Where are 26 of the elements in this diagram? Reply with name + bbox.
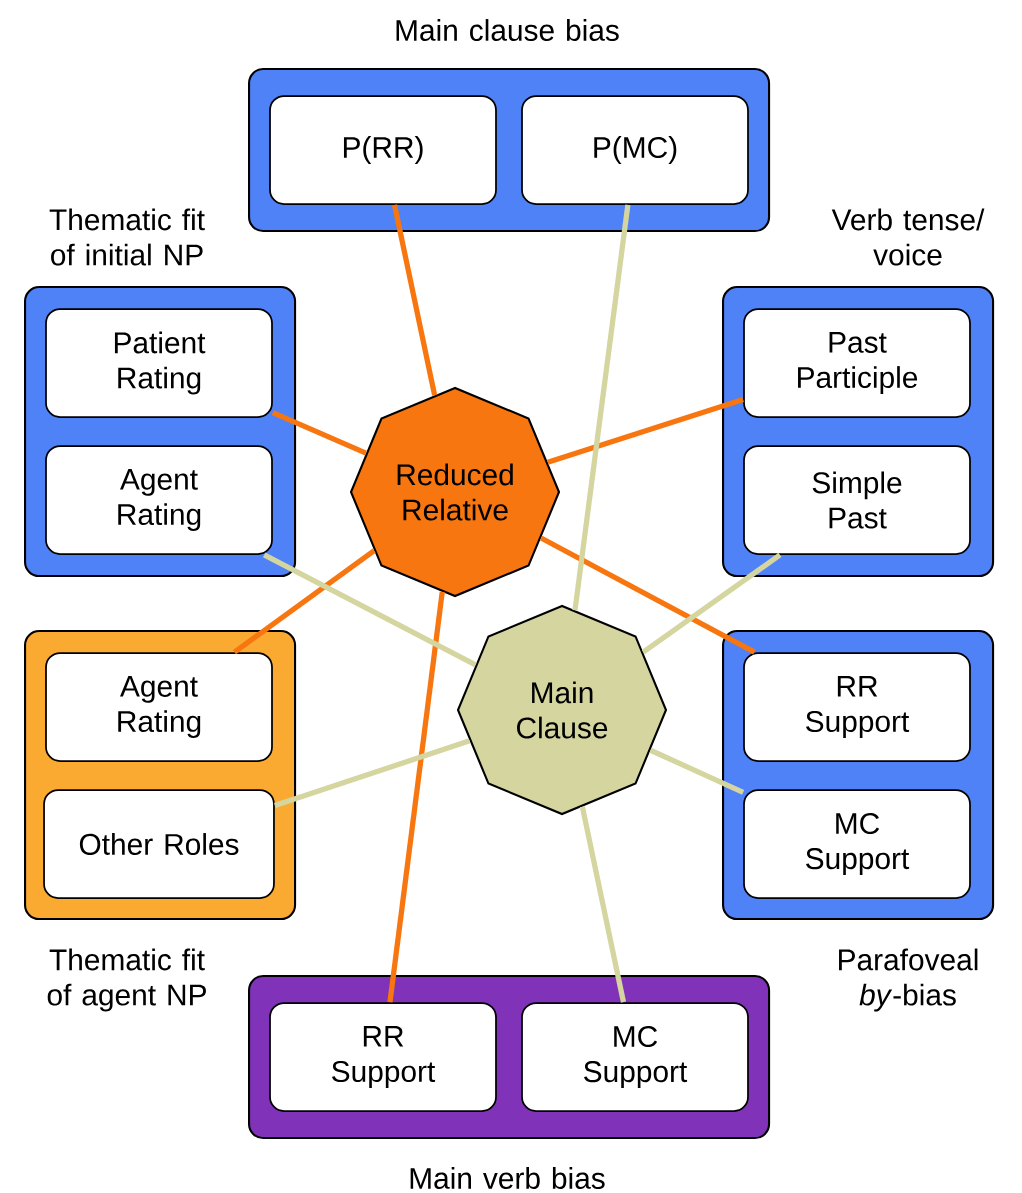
factor-box: RR Support	[743, 652, 971, 762]
octagon-node: Reduced Relative	[349, 386, 561, 598]
group-heading: Main verb bias	[410, 1167, 605, 1189]
factor-box: Simple Past	[743, 445, 971, 555]
factor-box: MC Support	[743, 789, 971, 899]
connector-line	[274, 738, 471, 809]
group-heading: Verb tense/ voice	[831, 208, 985, 266]
octagon-node: Main Clause	[456, 604, 668, 816]
connector-line	[641, 552, 782, 655]
group-heading: Main clause bias	[396, 19, 619, 41]
factor-box: P(MC)	[521, 95, 749, 205]
factor-box: RR Support	[269, 1002, 497, 1112]
connector-line	[263, 552, 477, 668]
group-heading: Thematic fit of initial NP	[49, 208, 205, 266]
factor-box: Agent Rating	[45, 445, 273, 555]
connector-line	[539, 535, 756, 655]
connector-line	[232, 548, 376, 655]
factor-box: MC Support	[521, 1002, 749, 1112]
factor-box: Agent Rating	[45, 652, 273, 762]
factor-box: Patient Rating	[45, 308, 273, 418]
factor-box: Past Participle	[743, 308, 971, 418]
group-heading: Thematic fit of agent NP	[47, 948, 206, 1012]
factor-box: P(RR)	[269, 95, 497, 205]
factor-box: Other Roles	[43, 789, 275, 899]
connector-line	[547, 397, 744, 465]
group-heading: Parafoveal by-bias	[839, 948, 978, 1012]
